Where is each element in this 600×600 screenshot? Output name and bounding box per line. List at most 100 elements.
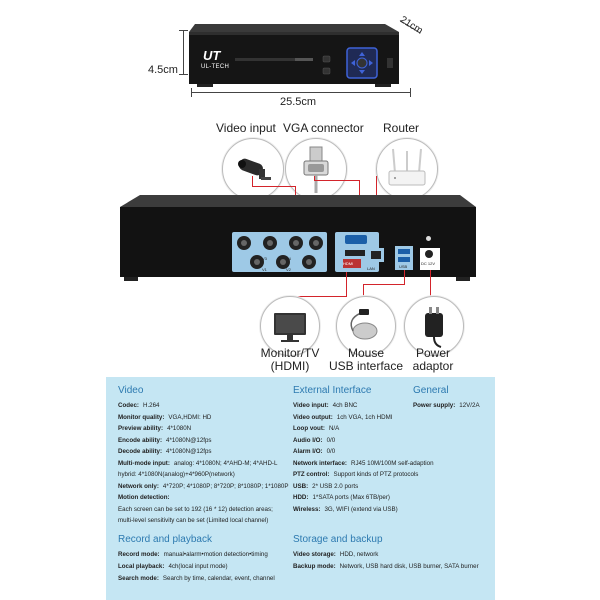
spec-key: PTZ control:: [293, 471, 330, 478]
spec-key: Codec:: [118, 402, 139, 409]
spec-key: Local playback:: [118, 563, 165, 570]
spec-row: Multi-mode input:analog: 4*1080N; 4*AHD-…: [118, 460, 277, 467]
vga-connector-line-h: [314, 176, 315, 180]
mouse-label-line2: USB interface: [328, 359, 404, 373]
video-input-connector-line-h: [252, 186, 295, 187]
dvr-front-view: UT UL-TECH: [175, 18, 405, 90]
spec-key: Record mode:: [118, 551, 160, 558]
spec-value: 4*1080N: [167, 425, 192, 432]
spec-value: VGA,HDMI: HD: [168, 413, 212, 421]
width-dimension-line: [191, 92, 411, 93]
hdmi-connector-line-h: [295, 296, 347, 297]
spec-value: analog: 4*1080N; 4*AHD-M; 4*AHD-L: [173, 459, 278, 467]
spec-value: RJ45 10M/100M self-adaption: [350, 459, 434, 467]
mouse-label: Mouse USB interface: [326, 347, 406, 373]
monitor-icon: [260, 296, 320, 356]
spec-key: Preview ability:: [118, 425, 164, 432]
spec-key: Monitor quality:: [118, 413, 165, 421]
spec-key: USB:: [293, 482, 309, 490]
spec-value: 4ch(local input mode): [168, 563, 228, 570]
width-dimension-cap-left: [191, 88, 192, 97]
lan-label: LAN: [367, 266, 375, 271]
spec-key: Loop vout:: [293, 425, 325, 432]
spec-key: HDD:: [293, 494, 309, 501]
router-label: Router: [383, 121, 420, 135]
ground-screw: [426, 236, 431, 241]
spec-row: USB:2* USB 2.0 ports: [293, 483, 358, 490]
spec-value: 4ch BNC: [332, 402, 358, 409]
spec-row: Record mode:manual•alarm•motion detectio…: [118, 551, 268, 558]
spec-row: Network only:4*720P; 4*1080P; 8*720P; 8*…: [118, 483, 289, 490]
spec-key: Encode ability:: [118, 436, 163, 444]
spec-key: Motion detection:: [118, 494, 170, 501]
channel-label-4: V4: [286, 256, 291, 261]
vga-connector-label: VGA connector: [283, 121, 364, 135]
spec-value: Support kinds of PTZ protocols: [333, 471, 419, 478]
router-icon: [376, 138, 438, 200]
spec-value: manual•alarm•motion detection•timing: [163, 551, 268, 558]
spec-value: H.264: [142, 402, 160, 409]
spec-row: Backup mode:Network, USB hard disk, USB …: [293, 563, 479, 570]
spec-row: Monitor quality:VGA,HDMI: HD: [118, 414, 211, 421]
channel-label-1: V1: [262, 267, 267, 272]
spec-key: Video output:: [293, 413, 333, 421]
monitor-label: Monitor/TV (HDMI): [250, 347, 330, 373]
video-section-title: Video: [118, 385, 144, 396]
height-dimension-cap-top: [179, 30, 188, 31]
video-input-connector-line: [252, 176, 253, 186]
spec-row: Video storage:HDD, network: [293, 551, 378, 558]
storage-section-title: Storage and backup: [293, 534, 383, 545]
spec-row: Video output:1ch VGA, 1ch HDMI: [293, 414, 392, 421]
spec-row: hybrid: 4*1080N(analog)+4*960P(network): [118, 471, 235, 478]
spec-row: Video input:4ch BNC: [293, 402, 357, 409]
logo-text: UL-TECH: [201, 64, 230, 70]
spec-key: Audio I/O:: [293, 436, 323, 444]
spec-value: 0/0: [326, 448, 336, 455]
dc-port-block: DC 12V: [420, 248, 440, 270]
spec-key: Video storage:: [293, 551, 336, 558]
spec-value: Each screen can be set to 192 (16 * 12) …: [118, 505, 273, 513]
spec-value: 12V/2A: [459, 402, 480, 409]
spec-row: Local playback:4ch(local input mode): [118, 563, 228, 570]
usb-port-block: USB: [395, 246, 413, 270]
spec-value: HDD, network: [339, 551, 379, 558]
bnc-port-block: V1 V2 V3 V4: [232, 232, 327, 272]
spec-key: Wireless:: [293, 505, 321, 513]
spec-row: Encode ability:4*1080N@12fps: [118, 437, 212, 444]
spec-row: Alarm I/O:0/0: [293, 448, 335, 455]
power-label: Power adaptor: [395, 347, 471, 373]
height-dimension-cap-bottom: [179, 74, 188, 75]
spec-key: Video input:: [293, 402, 329, 409]
dc-label: DC 12V: [421, 261, 436, 266]
spec-value: 4*1080N@12fps: [166, 436, 212, 444]
channel-label-3: V3: [262, 256, 267, 261]
width-dimension-cap-right: [410, 88, 411, 97]
spec-row: Motion detection:: [118, 494, 174, 501]
spec-row: PTZ control:Support kinds of PTZ protoco…: [293, 471, 418, 478]
spec-value: 2* USB 2.0 ports: [312, 482, 359, 490]
monitor-label-line2: (HDMI): [270, 359, 310, 373]
spec-value: 1ch VGA, 1ch HDMI: [336, 413, 393, 421]
spec-value: N/A: [328, 425, 340, 432]
spec-key: Search mode:: [118, 575, 159, 582]
spec-value: 4*720P; 4*1080P; 8*720P; 8*1080P; 1*1080…: [162, 482, 289, 490]
spec-value: 3G, WIFI (extend via USB): [324, 505, 398, 513]
spec-row: Search mode:Search by time, calendar, ev…: [118, 575, 275, 582]
spec-row: Power supply:12V/2A: [413, 402, 480, 409]
spec-row: HDD:1*SATA ports (Max 6TB/per): [293, 494, 390, 501]
power-adaptor-icon: [404, 296, 464, 356]
spec-row: Preview ability:4*1080N: [118, 425, 191, 432]
vga-connector-line-h2: [314, 180, 359, 181]
spec-row: multi-level sensitivity can be set (Limi…: [118, 517, 268, 524]
spec-key: Decode ability:: [118, 448, 163, 455]
spec-key: Network only:: [118, 482, 159, 490]
usb-connector-line-h: [363, 284, 405, 285]
spec-value: 4*1080N@12fps: [166, 448, 212, 455]
record-section-title: Record and playback: [118, 534, 212, 545]
spec-row: Loop vout:N/A: [293, 425, 339, 432]
spec-key: Power supply:: [413, 402, 456, 409]
spec-key: Multi-mode input:: [118, 459, 170, 467]
spec-row: Decode ability:4*1080N@12fps: [118, 448, 212, 455]
height-dimension-label: 4.5cm: [148, 64, 178, 76]
hdmi-connector-line: [346, 272, 347, 296]
